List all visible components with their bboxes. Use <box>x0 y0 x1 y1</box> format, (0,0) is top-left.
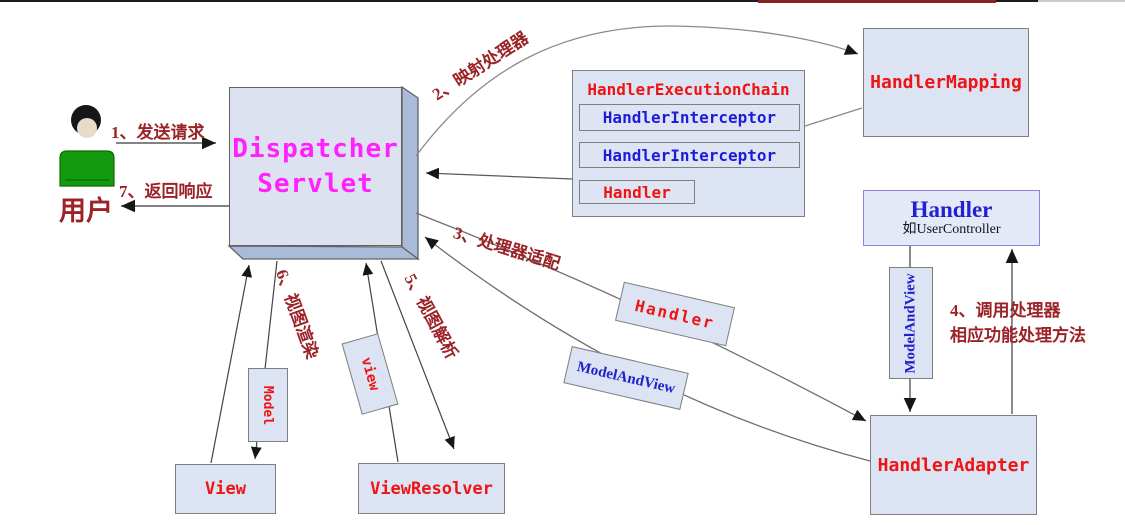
dispatcher-servlet-label-line2: Servlet <box>257 168 374 199</box>
step-1-send-request-label: 1、发送请求 <box>111 123 205 142</box>
arrow-2-to-handler-mapping <box>415 25 859 157</box>
handler-interceptor-box-2: HandlerInterceptor <box>579 142 800 168</box>
dispatcher-box-side-face <box>401 85 419 261</box>
dispatcher-servlet-label-line1: Dispatcher <box>232 133 399 164</box>
view-label: View <box>205 479 246 499</box>
top-border-red-segment <box>758 0 996 3</box>
dispatcher-box-bottom-face <box>227 245 420 260</box>
handler-controller-subtitle: 如UserController <box>902 222 1001 238</box>
view-resolver-box: ViewResolver <box>358 463 505 514</box>
handler-controller-title: Handler <box>910 197 993 223</box>
view-box: View <box>175 464 276 514</box>
step-7-return-response-label: 7、返回响应 <box>119 182 213 201</box>
step-4-line2: 相应功能处理方法 <box>950 325 1086 345</box>
handler-tilted-label: Handler <box>633 295 717 333</box>
model-label: Model <box>260 385 276 425</box>
user-icon <box>59 105 115 187</box>
dispatcher-servlet-box: Dispatcher Servlet <box>229 87 402 246</box>
top-border-gray-segment <box>1038 0 1125 2</box>
chain-handler-box: Handler <box>579 180 695 204</box>
line-chain-to-mapping <box>804 107 863 127</box>
chain-handler-label: Handler <box>603 182 671 202</box>
handler-mapping-label: HandlerMapping <box>870 72 1022 93</box>
arrow-view-to-dispatcher <box>210 264 253 464</box>
arrow-5-dispatcher-to-viewresolver <box>380 260 455 450</box>
handler-controller-box: Handler 如UserController <box>863 190 1040 246</box>
handler-execution-chain-box: HandlerExecutionChain HandlerInterceptor… <box>572 70 805 217</box>
step-4-line1: 4、调用处理器 <box>950 301 1061 320</box>
arrow-chain-to-dispatcher <box>425 167 573 180</box>
model-and-view-vertical-box: ModelAndView <box>889 267 933 379</box>
step-4-invoke-handler-label: 4、调用处理器 相应功能处理方法 <box>950 299 1086 348</box>
top-border-line <box>0 0 1038 2</box>
handler-execution-chain-label: HandlerExecutionChain <box>587 80 790 99</box>
arrow-modelandview-to-dispatcher <box>424 236 871 462</box>
model-box: Model <box>248 368 288 442</box>
handler-adapter-box: HandlerAdapter <box>870 415 1037 515</box>
model-and-view-vertical-label: ModelAndView <box>902 272 919 374</box>
user-label: 用户 <box>59 196 113 226</box>
handler-adapter-label: HandlerAdapter <box>877 454 1030 476</box>
handler-mapping-box: HandlerMapping <box>863 28 1029 137</box>
view-tilted-label: view <box>357 355 383 393</box>
view-resolver-label: ViewResolver <box>370 478 493 499</box>
handler-interceptor-label-2: HandlerInterceptor <box>602 145 777 165</box>
handler-interceptor-box-1: HandlerInterceptor <box>579 104 800 131</box>
handler-interceptor-label-1: HandlerInterceptor <box>602 108 777 127</box>
